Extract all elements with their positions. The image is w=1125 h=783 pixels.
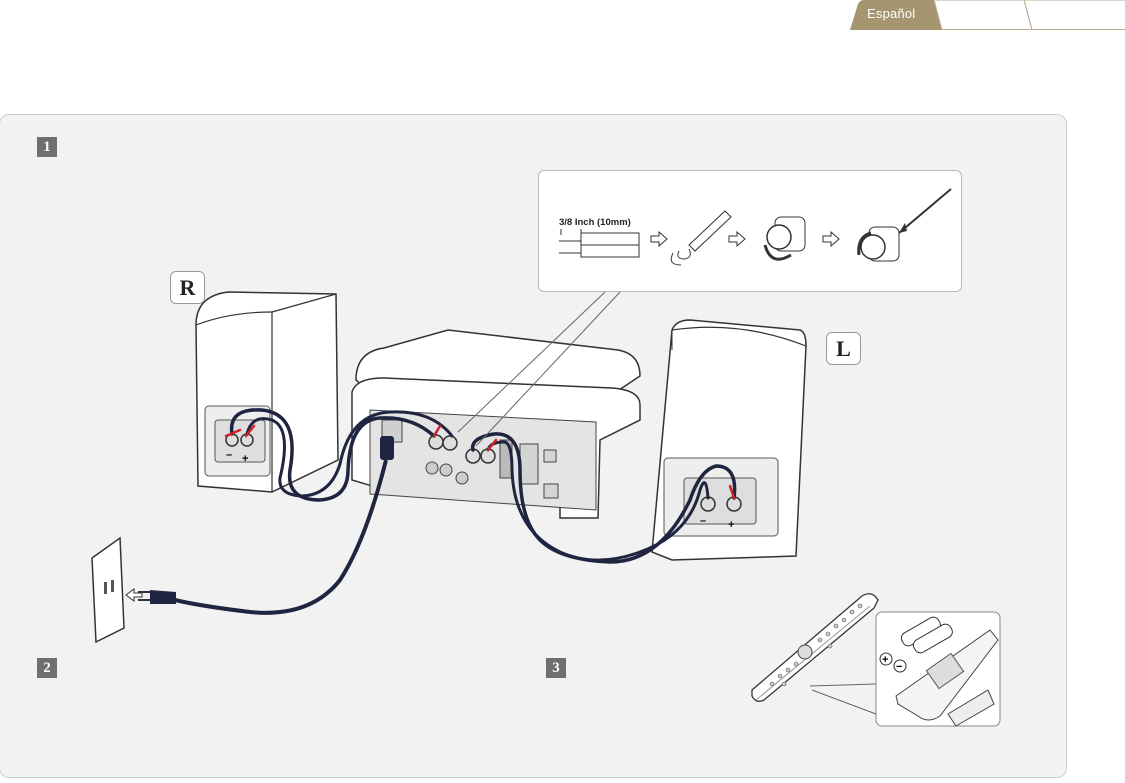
stripped-wire [559, 229, 639, 257]
arrow-right-icon [823, 232, 839, 246]
terminal-loosen [765, 217, 805, 259]
battery-inset [876, 612, 1000, 726]
step-2-badge: 2 [37, 658, 57, 678]
power-plug-icon [150, 590, 176, 604]
left-terminal-minus: – [700, 515, 706, 527]
wire-prep-inset: 3/8 Inch (10mm) [538, 170, 962, 292]
battery-minus-sign: − [896, 661, 902, 673]
arrow-right-icon [729, 232, 745, 246]
right-channel-label: R [170, 271, 205, 304]
wall-outlet-icon [92, 538, 142, 642]
arrow-right-icon [651, 232, 667, 246]
step-1-badge: 1 [37, 137, 57, 157]
step-3-badge: 3 [546, 658, 566, 678]
right-terminal-minus: – [226, 449, 232, 461]
remote-control-icon [752, 594, 878, 714]
terminal-tighten [859, 189, 951, 261]
left-terminal-plus: + [728, 519, 734, 531]
left-channel-label: L [826, 332, 861, 365]
battery-plus-sign: + [882, 654, 888, 666]
twisted-wire [671, 211, 731, 265]
right-speaker [196, 292, 338, 492]
wire-prep-steps [539, 171, 961, 291]
right-terminal-plus: + [242, 453, 248, 465]
